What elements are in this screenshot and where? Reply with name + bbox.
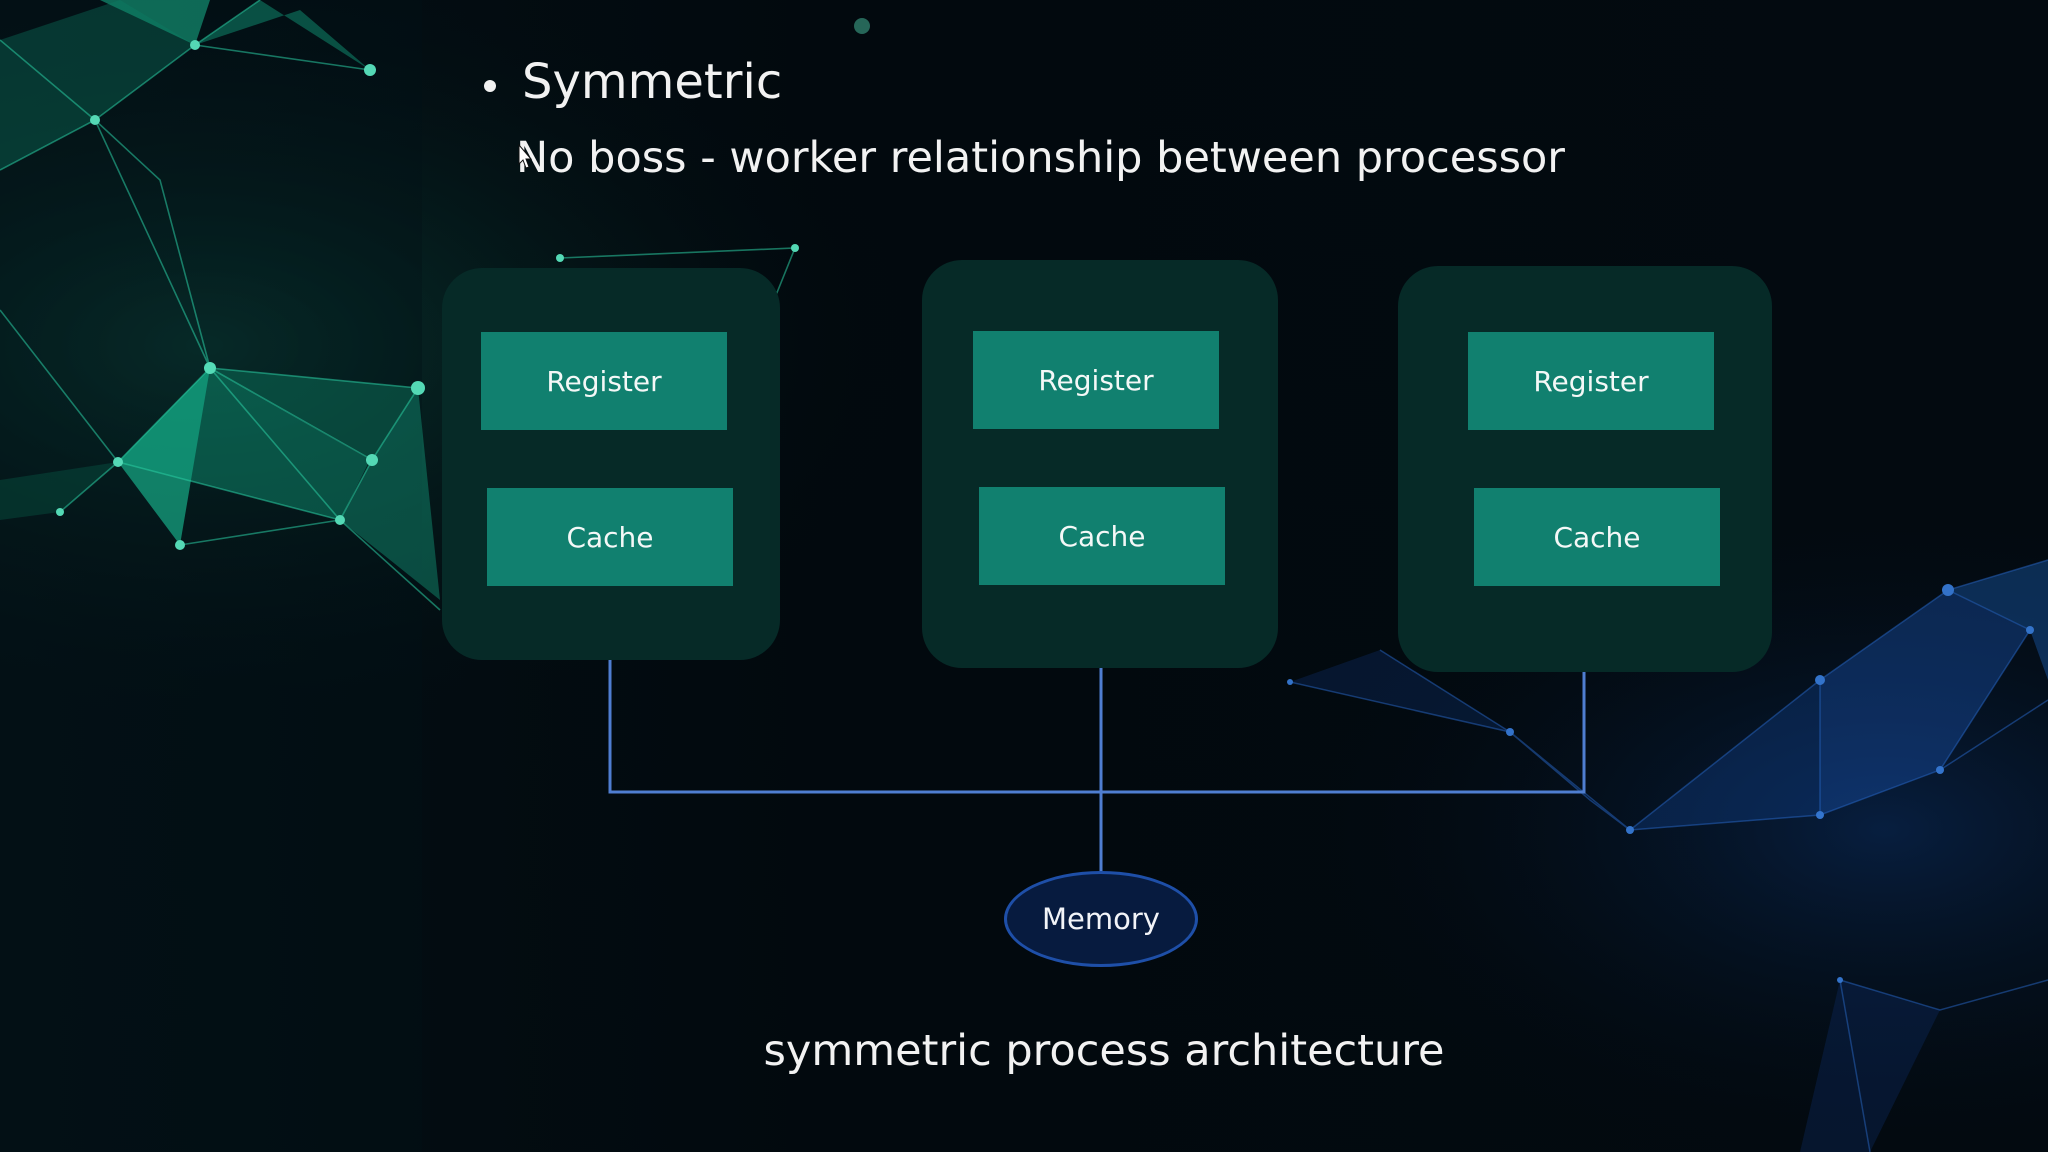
processor-1-wire xyxy=(608,660,1586,794)
green-network xyxy=(0,0,870,611)
diagram-caption: symmetric process architecture xyxy=(763,1026,1445,1076)
register-block-1: Register xyxy=(481,332,727,430)
bullet-point xyxy=(484,80,496,92)
processor-1 xyxy=(442,268,780,660)
register-block-3: Register xyxy=(1468,332,1714,430)
memory-node: Memory xyxy=(1004,871,1198,967)
cache-block-1: Cache xyxy=(487,488,733,586)
bullet-subtitle: No boss - worker relationship between pr… xyxy=(516,133,1565,183)
blue-network xyxy=(1287,559,2048,1152)
cache-block-2: Cache xyxy=(979,487,1225,585)
bullet-title: Symmetric xyxy=(522,54,783,110)
mouse-cursor-icon xyxy=(518,144,532,169)
processor-3 xyxy=(1398,266,1772,672)
processor-2 xyxy=(922,260,1278,668)
cache-block-3: Cache xyxy=(1474,488,1720,586)
register-block-2: Register xyxy=(973,331,1219,429)
